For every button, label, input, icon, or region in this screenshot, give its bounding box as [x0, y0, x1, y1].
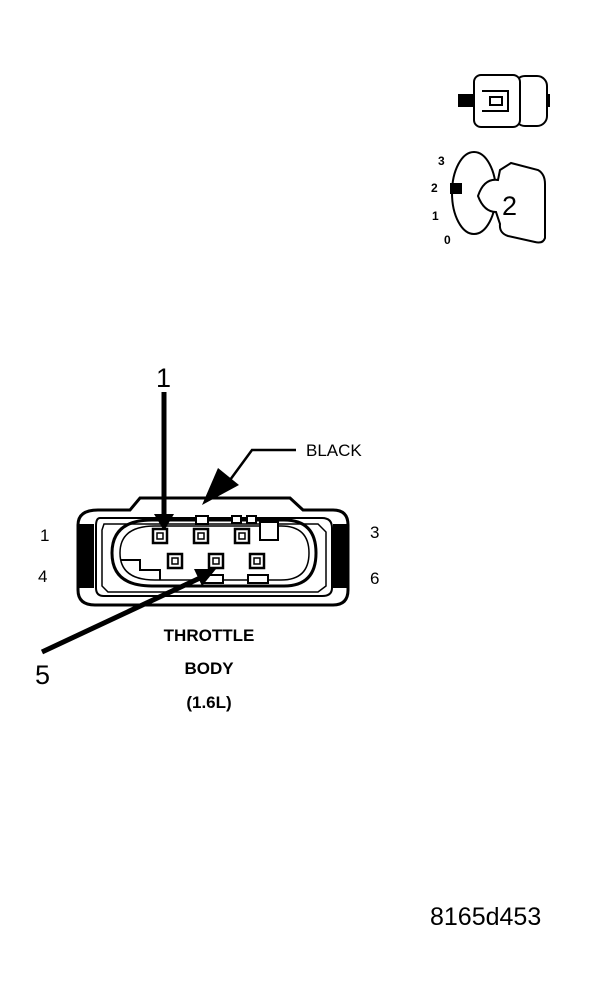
- title-line-1: THROTTLE: [163, 626, 255, 645]
- black-label-leader: [202, 448, 296, 505]
- pin-5-callout-arrow: [40, 569, 216, 655]
- color-label: BLACK: [306, 441, 362, 460]
- dial-label-1: 1: [432, 209, 439, 223]
- title-line-3: (1.6L): [186, 693, 232, 712]
- dial-label-0: 0: [444, 233, 451, 247]
- pin-1-callout-arrow: [154, 392, 174, 531]
- connector-face-icon: [458, 74, 550, 128]
- pin-label-6: 6: [370, 569, 380, 588]
- pin-label-3: 3: [370, 523, 380, 542]
- connector-body: [76, 496, 350, 607]
- pin-label-4: 4: [38, 567, 48, 586]
- dial-label-2: 2: [431, 181, 438, 195]
- terminal-cavities: [151, 527, 266, 570]
- callout-pin-5: 5: [35, 660, 51, 690]
- key-number: 2: [502, 191, 518, 221]
- title-line-2: BODY: [184, 659, 234, 678]
- key-icon: [450, 151, 546, 244]
- pin-label-1: 1: [40, 526, 50, 545]
- dial-label-3: 3: [438, 154, 445, 168]
- callout-pin-1: 1: [156, 363, 172, 393]
- figure-id: 8165d453: [430, 903, 542, 931]
